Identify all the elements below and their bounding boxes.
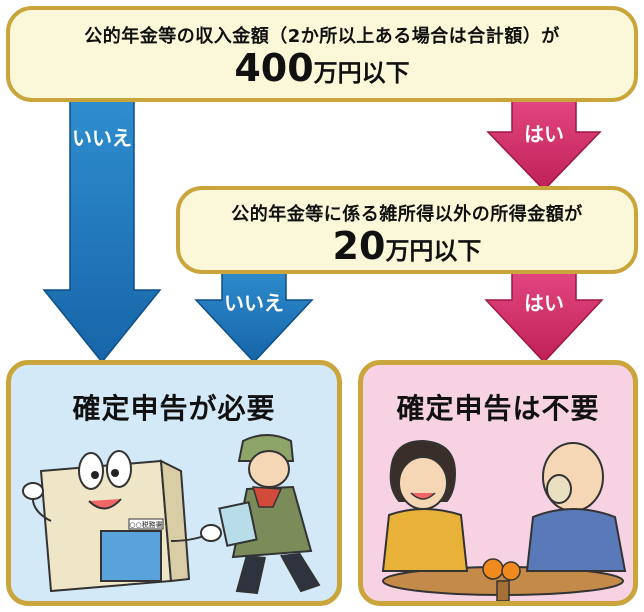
result-not-required-title: 確定申告は不要	[396, 392, 600, 425]
yes-label-2: はい	[524, 291, 564, 315]
question-1-amount: 400	[234, 46, 314, 90]
question-1-text: 公的年金等の収入金額（2か所以上ある場合は合計額）が	[84, 26, 560, 47]
no-arrow-1	[42, 89, 162, 364]
question-2-threshold: 20万円以下	[180, 224, 634, 268]
question-box-1: 公的年金等の収入金額（2か所以上ある場合は合計額）が 400万円以下	[6, 6, 638, 102]
mandarin	[482, 558, 504, 580]
question-2-amount: 20	[332, 224, 386, 268]
kiosk-character: ○○税務署	[22, 450, 222, 593]
question-box-2: 公的年金等に係る雑所得以外の所得金額が 20万円以下	[176, 186, 638, 274]
mandarin	[501, 561, 521, 581]
result-required-box: 確定申告が必要 ○○税務署	[6, 360, 342, 606]
elderly-couple-illustration	[381, 439, 627, 601]
elderly-woman	[381, 439, 469, 572]
result-not-required-box: 確定申告は不要	[358, 360, 638, 606]
question-2-text: 公的年金等に係る雑所得以外の所得金額が	[231, 204, 583, 225]
no-label-1: いいえ	[72, 126, 132, 150]
question-1-threshold: 400万円以下	[10, 46, 634, 90]
no-label-2: いいえ	[224, 291, 284, 315]
question-2-unit: 万円以下	[385, 237, 482, 265]
yes-label-1: はい	[524, 122, 564, 146]
result-required-title: 確定申告が必要	[72, 392, 276, 425]
walking-man	[218, 434, 321, 595]
office-sign-text: ○○税務署	[129, 520, 162, 529]
question-1-unit: 万円以下	[313, 59, 410, 87]
tax-office-illustration: ○○税務署	[22, 434, 321, 595]
elderly-man	[525, 442, 627, 572]
